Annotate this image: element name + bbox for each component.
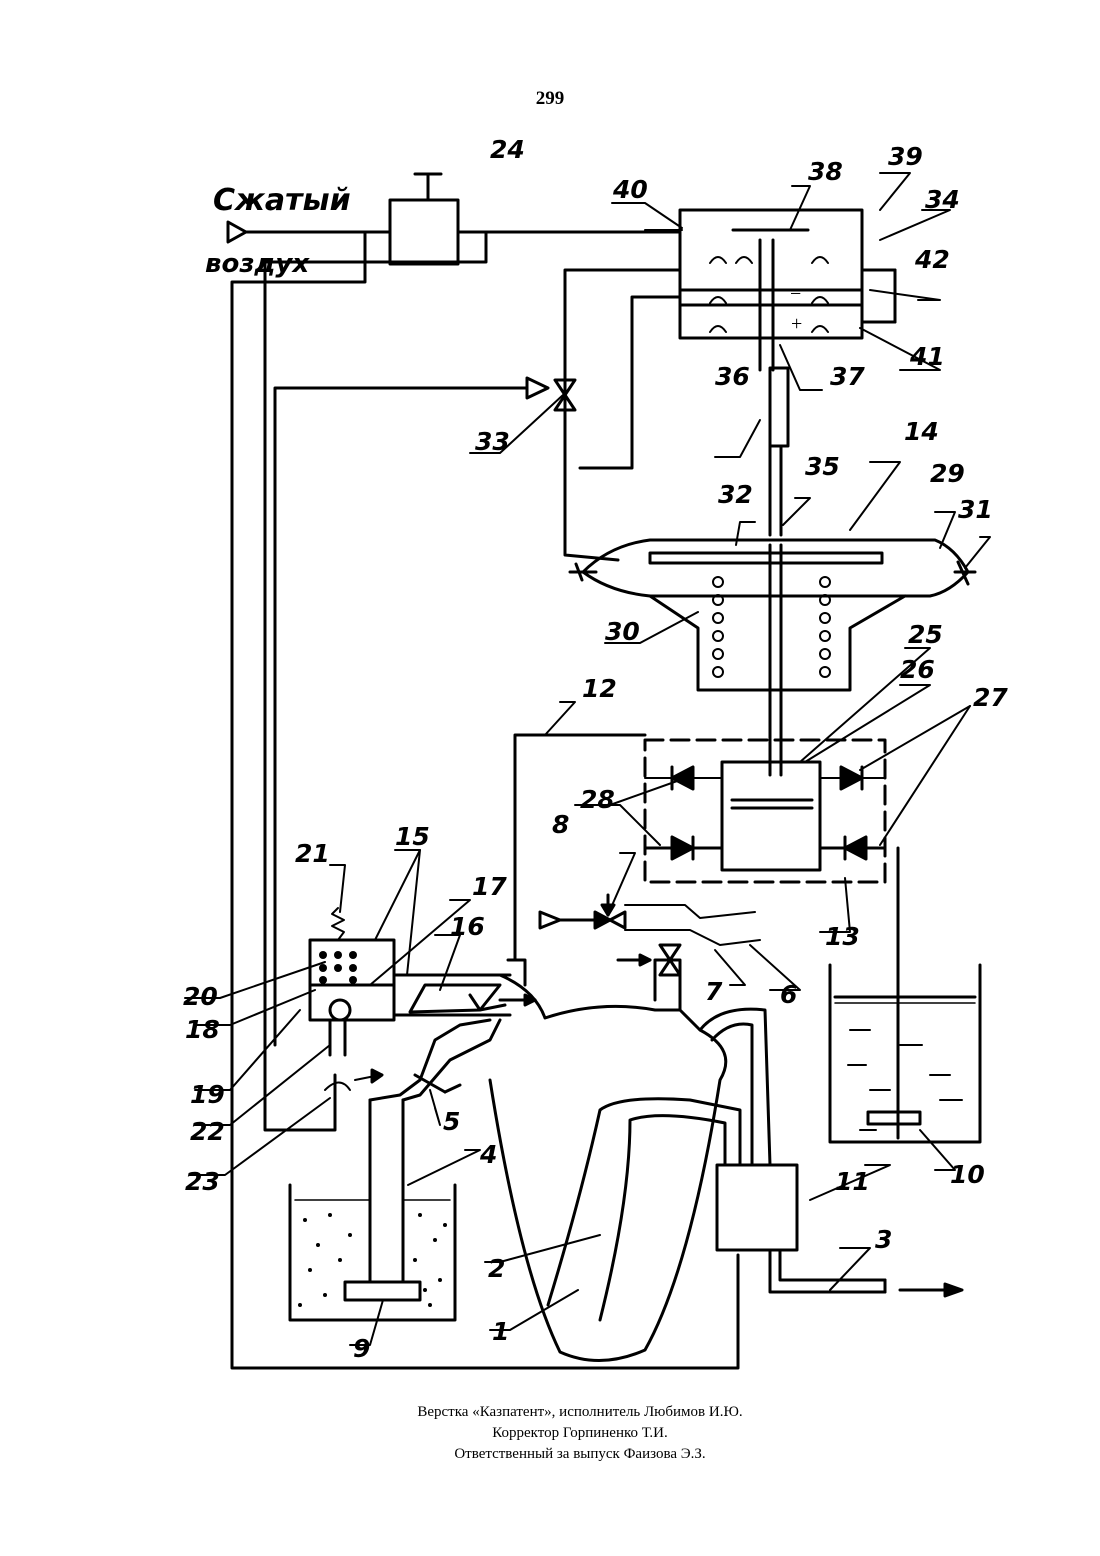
label-33: 33 xyxy=(475,427,510,456)
label-36: 36 xyxy=(715,362,750,391)
inscription-compressed: Сжатый xyxy=(213,183,351,218)
label-12: 12 xyxy=(582,674,617,703)
label-21: 21 xyxy=(295,839,330,868)
label-23: 23 xyxy=(185,1167,220,1196)
tank-9 xyxy=(290,1100,455,1320)
tank-10 xyxy=(830,965,980,1142)
label-25: 25 xyxy=(908,620,943,649)
regulator-15 xyxy=(310,908,394,1090)
diodes xyxy=(672,767,866,859)
label-41: 41 xyxy=(909,342,945,371)
label-11: 11 xyxy=(835,1167,870,1196)
label-37: 37 xyxy=(830,362,865,391)
label-26: 26 xyxy=(900,655,935,684)
colophon-responsible-line: Ответственный за выпуск Фаизова Э.З. xyxy=(0,1444,1100,1465)
label-34: 34 xyxy=(925,185,960,214)
label-42: 42 xyxy=(914,245,950,274)
label-28: 28 xyxy=(580,785,615,814)
colophon-proofreader-line: Корректор Горпиненко Т.И. xyxy=(0,1423,1100,1444)
label-9: 9 xyxy=(353,1334,370,1363)
label-10: 10 xyxy=(950,1160,985,1189)
label-8: 8 xyxy=(552,810,569,839)
label-19: 19 xyxy=(190,1080,225,1109)
label-29: 29 xyxy=(930,459,965,488)
label-38: 38 xyxy=(808,157,843,186)
label-24: 24 xyxy=(490,135,525,164)
label-5: 5 xyxy=(443,1107,460,1136)
rod-35 xyxy=(770,368,788,775)
valve-24 xyxy=(232,174,738,1368)
label-2: 2 xyxy=(488,1254,505,1283)
label-16: 16 xyxy=(450,912,485,941)
label-20: 20 xyxy=(183,982,218,1011)
label-13: 13 xyxy=(825,922,860,951)
label-32: 32 xyxy=(718,480,753,509)
label-18: 18 xyxy=(185,1015,220,1044)
inscription-air: воздух xyxy=(205,249,310,279)
colophon-layout-line: Верстка «Казпатент», исполнитель Любимов… xyxy=(0,1402,1100,1423)
label-4: 4 xyxy=(479,1140,497,1169)
relay-block-34 xyxy=(680,210,895,370)
label-15: 15 xyxy=(395,822,430,851)
regulator-coil xyxy=(319,951,357,984)
label-1: 1 xyxy=(492,1317,509,1346)
label-14: 14 xyxy=(904,417,939,446)
diode-block-13 xyxy=(645,740,898,1138)
colophon: Верстка «Казпатент», исполнитель Любимов… xyxy=(0,1402,1100,1465)
label-35: 35 xyxy=(805,452,840,481)
label-40: 40 xyxy=(612,175,648,204)
label-22: 22 xyxy=(190,1117,225,1146)
minus-sign: − xyxy=(790,283,801,305)
plus-sign: + xyxy=(791,313,802,335)
label-7: 7 xyxy=(705,977,723,1006)
label-30: 30 xyxy=(605,617,640,646)
vessel-1 xyxy=(490,960,770,1361)
label-27: 27 xyxy=(973,683,1008,712)
label-17: 17 xyxy=(472,872,507,901)
label-6: 6 xyxy=(780,980,797,1009)
label-3: 3 xyxy=(875,1225,892,1254)
feed-line-4 xyxy=(370,1020,500,1100)
label-39: 39 xyxy=(888,142,923,171)
label-31: 31 xyxy=(958,495,993,524)
